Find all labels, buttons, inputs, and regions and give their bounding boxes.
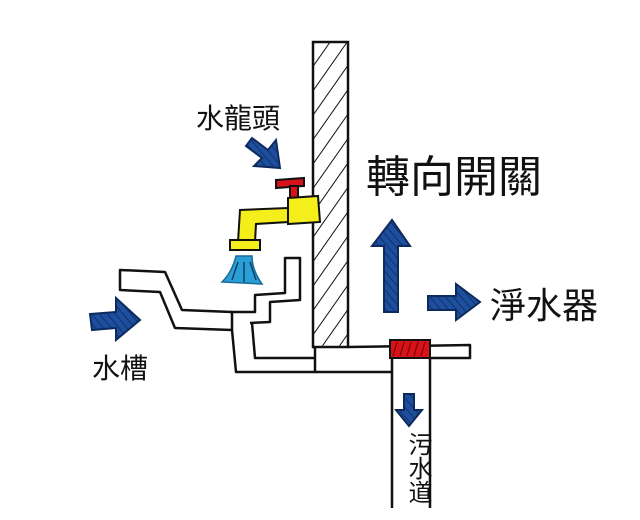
faucet-icon	[229, 176, 322, 251]
label-sink: 水槽	[92, 352, 148, 385]
sewer-pipe	[390, 358, 432, 508]
arrow-sewer-icon	[393, 393, 425, 428]
label-faucet: 水龍頭	[196, 102, 280, 135]
faucet-drop-pipe-2	[230, 329, 317, 374]
arrow-purifier-icon	[427, 282, 482, 322]
label-sewer: 污水道	[404, 432, 432, 504]
arrow-up-icon	[369, 218, 412, 313]
wall	[311, 40, 350, 349]
arrow-sink-icon	[88, 295, 142, 343]
faucet-drop-pipe	[230, 256, 302, 325]
faucet-drop-pipe-3	[250, 322, 315, 360]
label-diverter-valve: 轉向開關	[366, 152, 542, 203]
label-water-purifier: 淨水器	[490, 286, 598, 327]
water-spray-icon	[220, 255, 264, 285]
arrow-faucet-icon	[244, 136, 282, 170]
valve-icon	[389, 339, 431, 359]
